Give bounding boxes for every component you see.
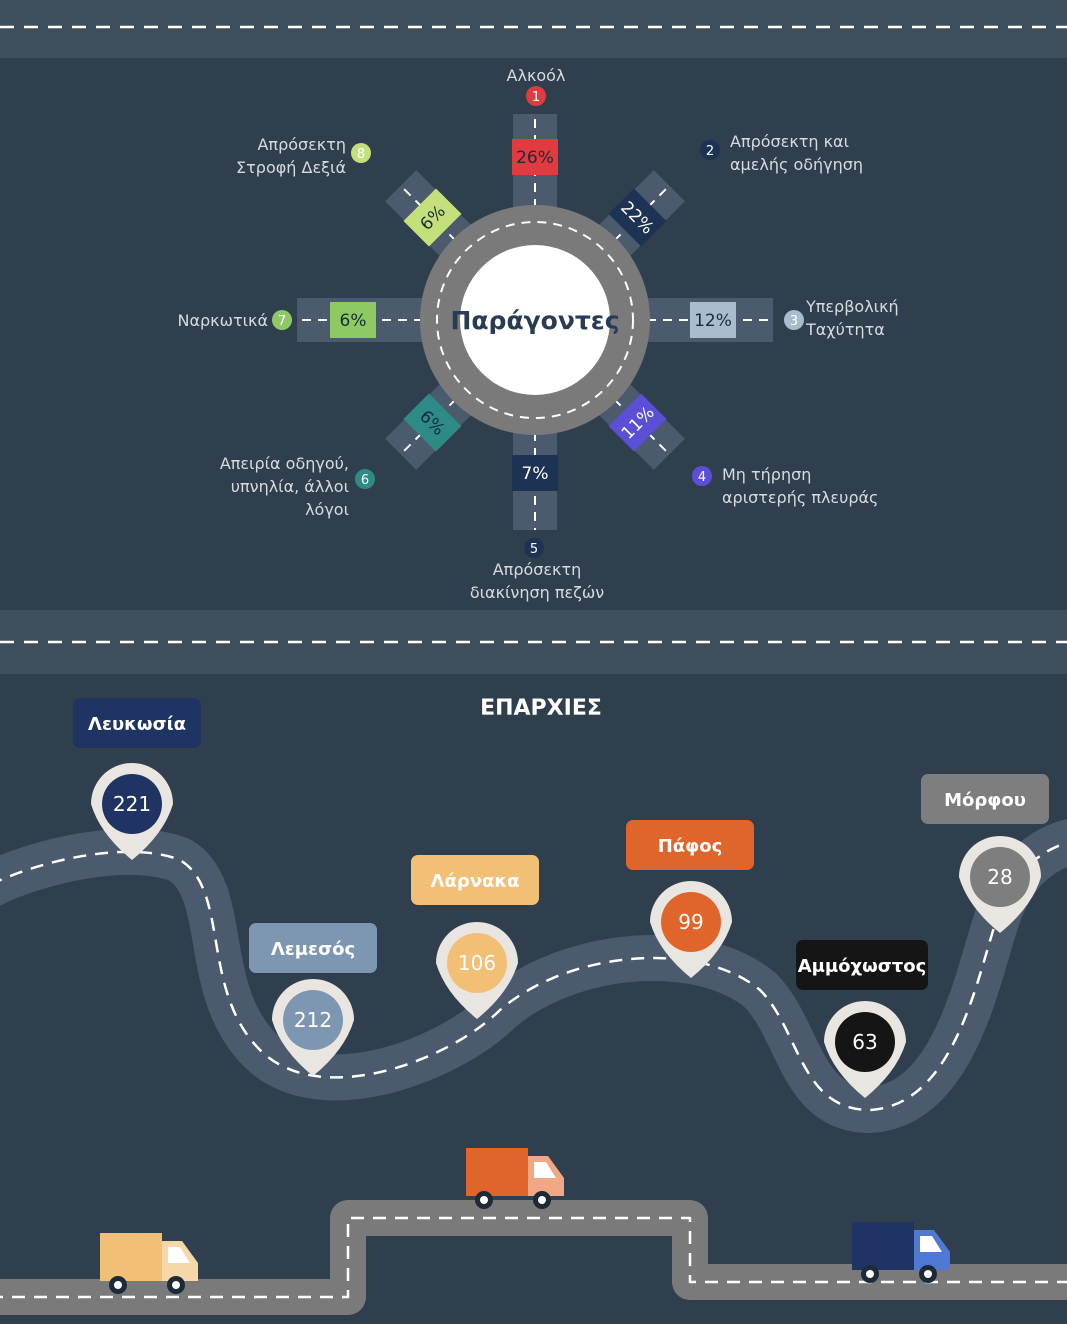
district-name: Πάφος [658,836,723,857]
bottom-road [0,1200,1067,1315]
truck-icon [852,1222,950,1283]
factor-number: 5 [530,542,538,557]
top-road-band [0,0,1067,58]
factor-label: Αλκοόλ [507,66,566,85]
factor-label: Υπερβολική [805,297,899,316]
factor-number-badge: 2 [700,140,720,160]
factor-percent: 12% [694,311,732,331]
factor-number: 2 [706,144,714,159]
factor-label: αμελής οδήγηση [730,155,863,174]
district-marker: 212 Λεμεσός [249,923,377,1076]
district-name-tag [626,820,754,870]
factor-percent-box: 6% [403,393,462,452]
factor-number-badge: 3 [784,310,804,330]
factor-label: υπνηλία, άλλοι [231,477,349,496]
district-value: 28 [987,865,1012,889]
factor-label: Στροφή Δεξιά [236,158,346,177]
factor-number: 8 [357,147,365,162]
district-name-tag [921,774,1049,824]
district-name-tag [796,940,928,990]
factor-number: 4 [698,470,706,485]
factor-number-badge: 4 [692,466,712,486]
district-name: Λεμεσός [271,939,355,960]
factor-number-badge: 8 [351,143,371,163]
districts-title: ΕΠΑΡΧΙΕΣ [480,696,602,721]
factor-label: Απρόσεκτη [493,560,582,579]
factor-label: Απρόσεκτη [257,135,346,154]
factor-number: 3 [790,314,798,329]
center-label: Παράγοντες [450,306,619,335]
factor-percent-box: 7% [512,455,558,491]
district-marker: 99 Πάφος [626,820,754,978]
district-marker: 28 Μόρφου [921,774,1049,933]
roundabout-diagram: 26%22%12%11%7%6%6%6% Παράγοντες 12345678… [177,66,898,602]
factor-number-badge: 1 [526,86,546,106]
factor-label: λόγοι [305,500,349,519]
district-name: Μόρφου [944,790,1026,811]
district-value: 99 [678,910,703,934]
factor-label: διακίνηση πεζών [470,583,604,602]
factor-percent-box: 26% [512,139,558,175]
factor-number-badge: 7 [272,310,292,330]
district-value: 106 [458,951,496,975]
district-value: 221 [113,792,151,816]
factor-number: 6 [361,473,369,488]
factor-label: Απειρία οδηγού, [220,454,349,473]
factor-number-badge: 5 [524,538,544,558]
factor-percent: 7% [522,464,549,484]
middle-road-band [0,610,1067,674]
factor-percent-box: 6% [403,188,462,247]
district-marker: 221 Λευκωσία [73,698,201,860]
truck-icon [466,1148,564,1209]
roundabout-center [460,245,610,395]
district-marker: 106 Λάρνακα [411,855,539,1019]
factor-label: Ναρκωτικά [177,311,268,330]
factor-percent: 6% [340,311,367,331]
district-name: Αμμόχωστος [798,956,927,977]
factor-percent-box: 12% [690,302,736,338]
factor-number-badge: 6 [355,469,375,489]
district-name: Λάρνακα [431,871,520,892]
factor-number: 1 [532,90,540,105]
factor-label: αριστερής πλευράς [722,488,878,507]
district-name: Λευκωσία [88,714,186,735]
factor-percent: 26% [516,148,554,168]
district-value: 212 [294,1008,332,1032]
factor-label: Απρόσεκτη και [730,132,849,151]
factor-label: Ταχύτητα [805,320,885,339]
truck-icon [100,1233,198,1294]
district-name-tag [73,698,201,748]
factor-number: 7 [278,314,286,329]
district-name-tag [249,923,377,973]
factor-label: Μη τήρηση [722,465,811,484]
winding-road [0,819,1067,1134]
district-value: 63 [852,1030,877,1054]
factor-percent-box: 6% [330,302,376,338]
district-marker: 63 Αμμόχωστος [796,940,928,1098]
district-name-tag [411,855,539,905]
